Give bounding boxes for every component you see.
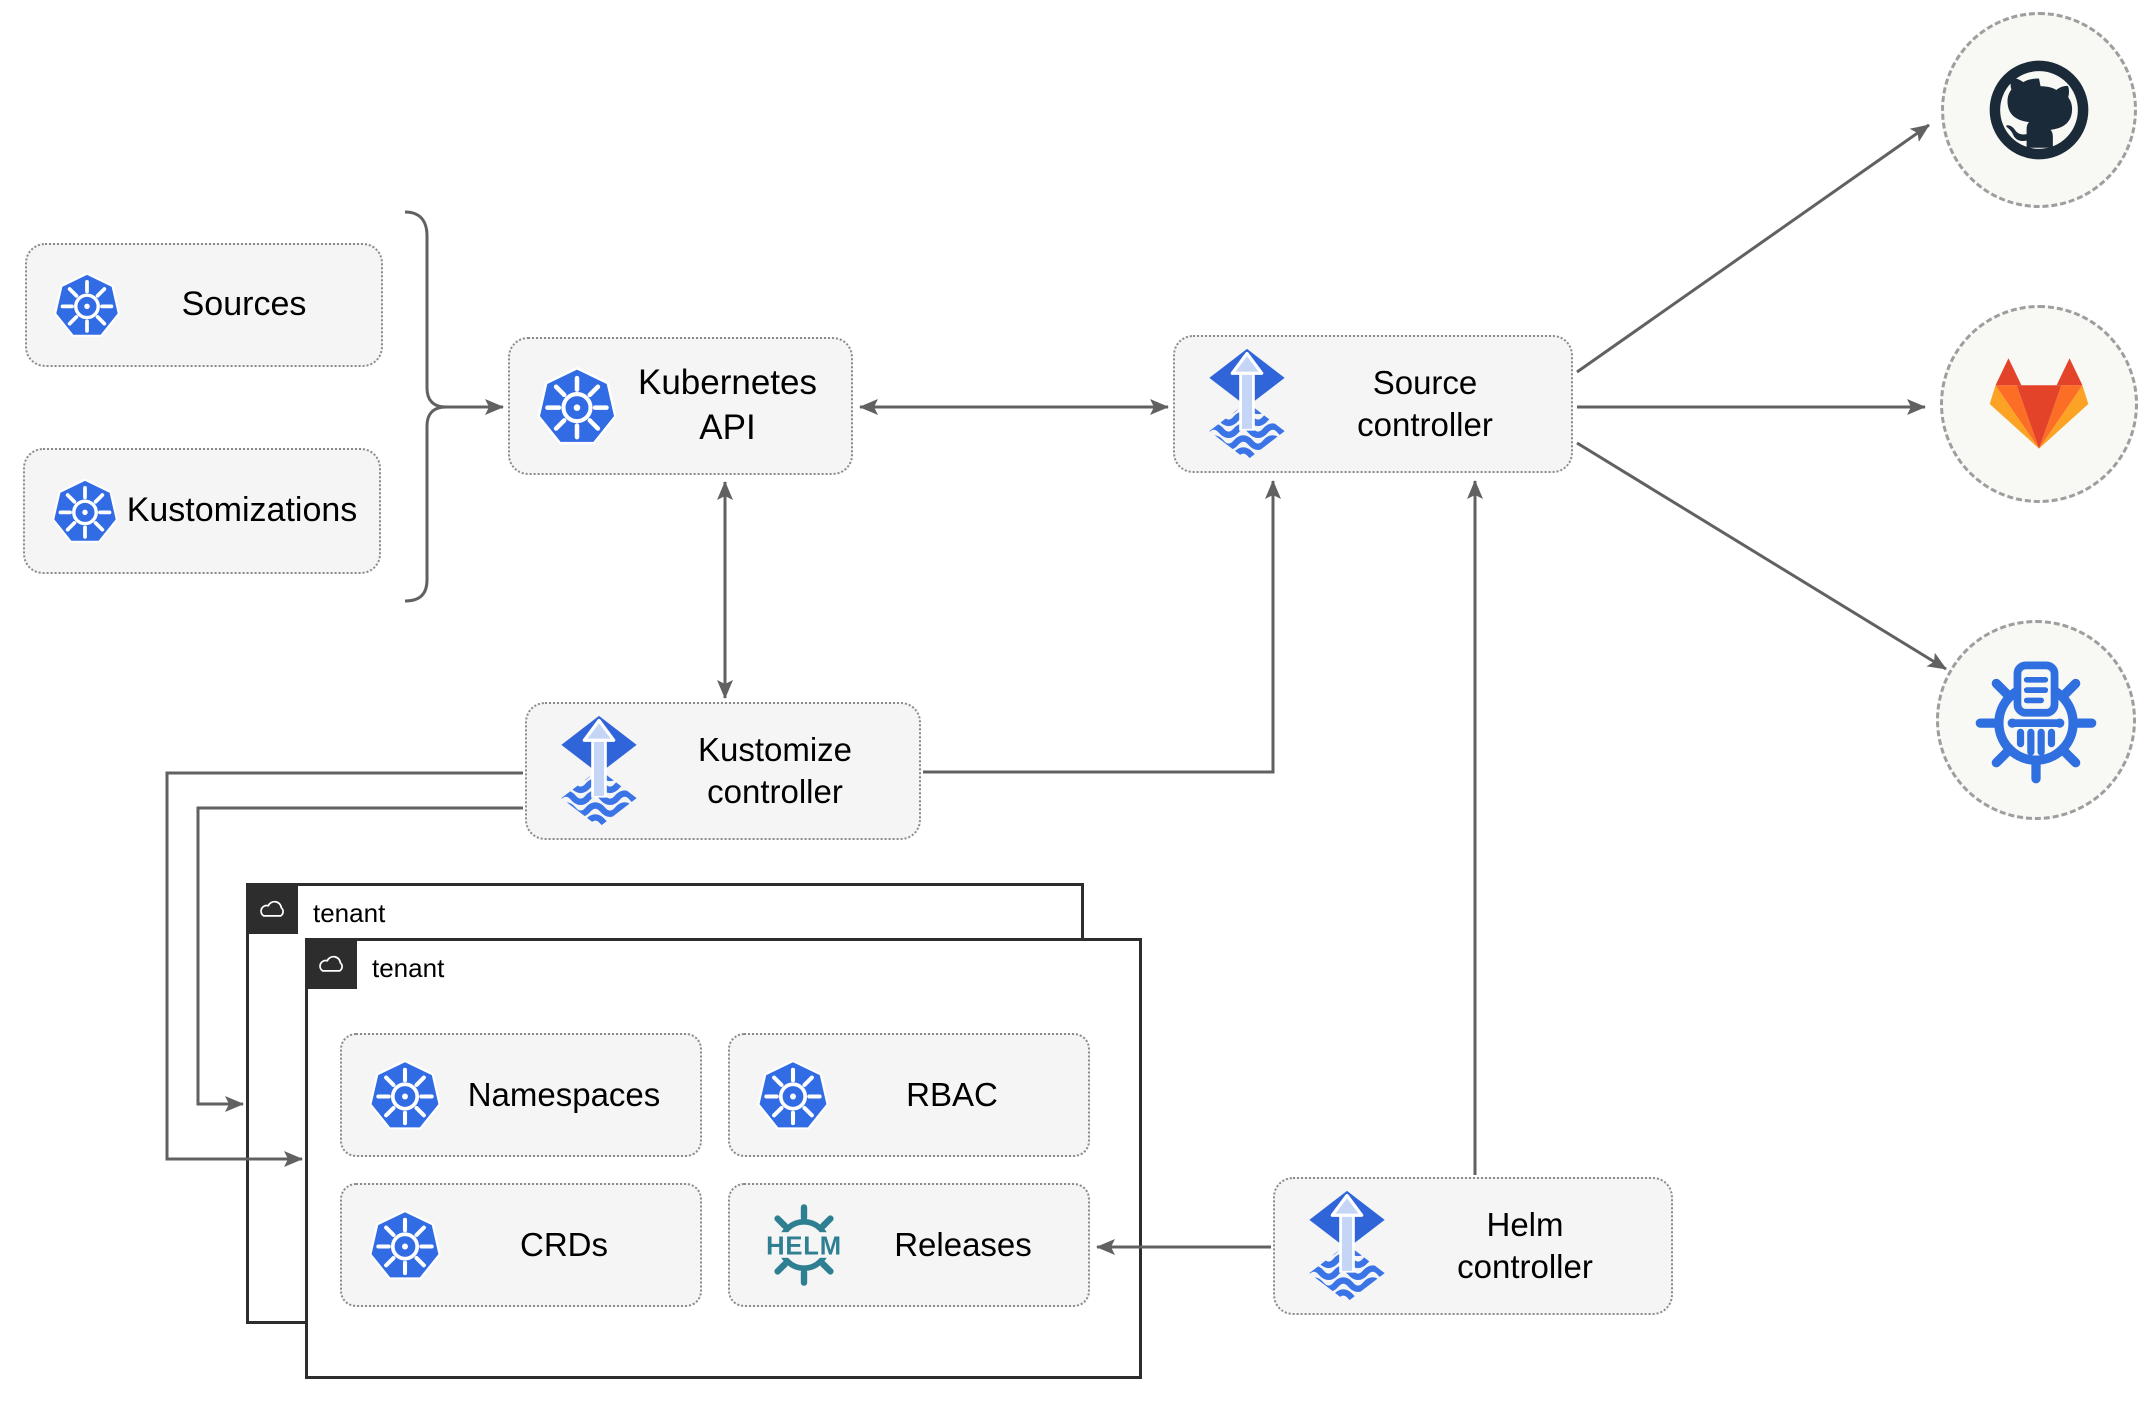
gitlab-tanuki-icon [1989,358,2089,449]
node-rbac[interactable]: RBAC [728,1033,1090,1157]
node-releases[interactable]: HELM Releases [728,1183,1090,1307]
flux-icon [1301,1190,1393,1303]
node-label: Kustomize controller [697,730,853,810]
node-label: RBAC [906,1075,998,1113]
flux-icon [553,715,645,828]
node-label: Sources [181,285,307,324]
edge-source-to-github [1576,123,1930,374]
node-label: Helm controller [1457,1205,1593,1285]
node-helm-controller[interactable]: Helm controller [1273,1177,1673,1315]
node-sources[interactable]: Sources [25,243,383,367]
node-label: CRDs [520,1225,608,1263]
kubernetes-icon [368,1058,442,1132]
node-label: Kustomizations [126,491,358,530]
node-label: Source controller [1357,363,1493,443]
bracket-sources-group [404,210,447,603]
tenant-box-front[interactable]: tenant [305,938,1142,1379]
cloud-badge [305,938,357,989]
github-octocat-icon [1989,60,2089,160]
tenant-label: tenant [313,898,386,928]
node-label: Kubernetes API [637,363,818,447]
kubernetes-icon [53,271,121,339]
kubernetes-icon [536,365,618,447]
node-kustomizations[interactable]: Kustomizations [23,448,381,574]
node-label: Releases [894,1225,1032,1263]
tenant-label: tenant [372,953,445,983]
cloud-icon [260,900,284,917]
helm-wordmark: HELM [766,1233,842,1261]
kubernetes-icon [756,1058,830,1132]
node-label: Namespaces [467,1075,661,1113]
cloud-badge [246,883,298,934]
kubernetes-icon [51,477,119,545]
edge-kustomize-to-source [923,480,1281,774]
node-kustomize-controller[interactable]: Kustomize controller [525,702,921,840]
helm-logo-icon: HELM [756,1197,852,1293]
kubernetes-icon [368,1208,442,1282]
node-kubernetes-api[interactable]: Kubernetes API [508,337,853,475]
cloud-icon [319,955,343,972]
node-crds[interactable]: CRDs [340,1183,702,1307]
flux-icon [1201,348,1293,461]
harbor-registry-icon [1975,661,2097,784]
node-namespaces[interactable]: Namespaces [340,1033,702,1157]
edge-source-to-harbor [1576,441,1947,671]
provider-harbor[interactable] [1936,620,2136,820]
provider-github[interactable] [1941,12,2137,208]
node-source-controller[interactable]: Source controller [1173,335,1573,473]
provider-gitlab[interactable] [1940,305,2138,503]
